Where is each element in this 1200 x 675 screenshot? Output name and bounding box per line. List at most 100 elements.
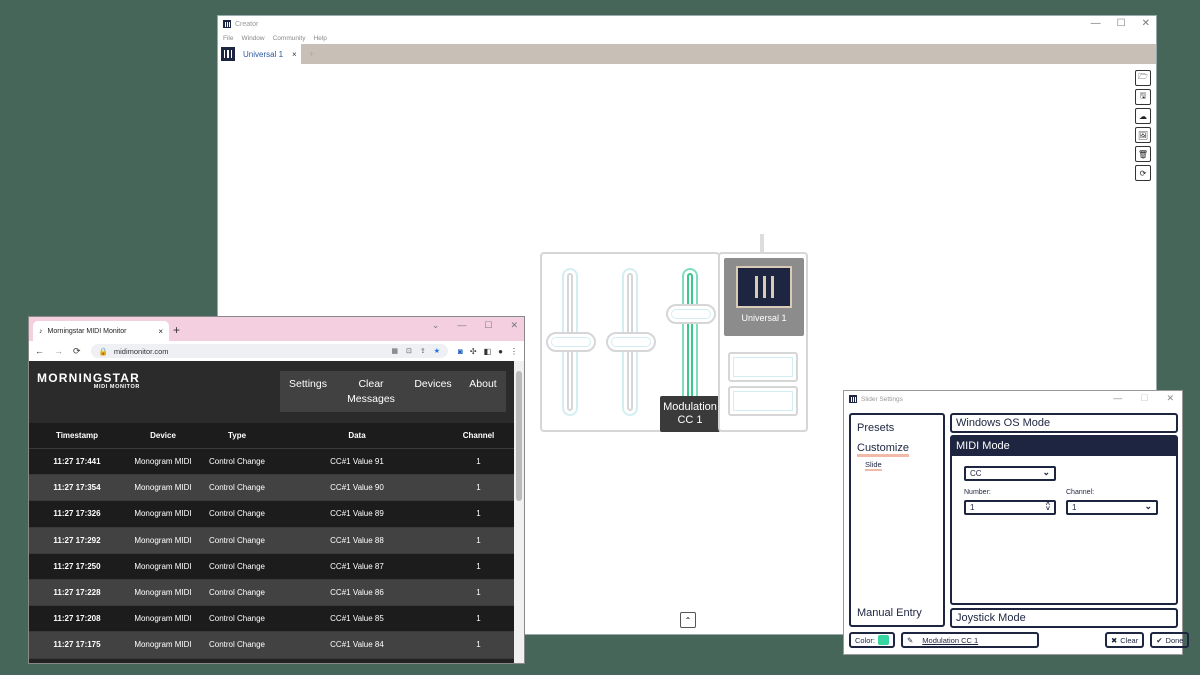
sidebar-item-slide[interactable]: Slide — [865, 460, 882, 471]
table-row: 11:27 17:354 Monogram MIDI Control Chang… — [29, 475, 516, 502]
nav-clear-messages[interactable]: Clear Messages — [347, 378, 395, 405]
slider-track-3[interactable] — [682, 268, 698, 416]
site-header: MORNINGSTAR MIDI MONITOR Settings Clear … — [29, 361, 516, 423]
menu-community[interactable]: Community — [272, 34, 306, 42]
cell-data: CC#1 Value 84 — [330, 640, 384, 650]
nav-about[interactable]: About — [469, 378, 497, 390]
table-header: Timestamp Device Type Data Channel — [29, 423, 516, 449]
cell-data: CC#1 Value 86 — [330, 588, 384, 598]
browser-maximize-button[interactable]: ☐ — [484, 320, 493, 330]
browser-tab-close-icon[interactable]: × — [158, 326, 163, 336]
maximize-button[interactable]: ☐ — [1116, 18, 1126, 29]
message-type-select[interactable]: CC ⌄ — [964, 466, 1056, 481]
color-button[interactable]: Color: — [849, 632, 895, 648]
cell-channel: 1 — [476, 509, 481, 519]
tab-search-chevron-icon[interactable]: ⌄ — [431, 320, 440, 330]
table-row: 11:27 17:326 Monogram MIDI Control Chang… — [29, 501, 516, 528]
install-icon[interactable]: ⊡ — [406, 348, 412, 355]
browser-close-button[interactable]: ✕ — [510, 320, 518, 330]
name-field[interactable]: ✎ Modulation CC 1 — [901, 632, 1039, 648]
tooltip-line-1: Modulation — [663, 401, 717, 413]
clear-button[interactable]: ✖ Clear — [1105, 632, 1145, 648]
extension-shield-icon[interactable]: ◙ — [458, 346, 463, 356]
collapse-chevron-icon[interactable]: ⌃ — [680, 612, 696, 628]
tab-close-icon[interactable]: × — [292, 49, 297, 59]
sidebar-icon[interactable]: ◧ — [483, 346, 492, 356]
open-folder-icon[interactable]: 🗁 — [1135, 70, 1151, 86]
forward-arrow-icon[interactable]: → — [54, 346, 63, 356]
slider-settings-window: Slider Settings — ☐ ✕ Presets Customize … — [843, 390, 1190, 655]
lock-icon: 🔒 — [98, 346, 108, 356]
browser-tabstrip: ♪ Morningstar MIDI Monitor × + ⌄ — ☐ ✕ — [29, 317, 524, 341]
site-logo[interactable]: MORNINGSTAR MIDI MONITOR — [37, 371, 140, 390]
channel-value: 1 — [1072, 503, 1077, 512]
cell-channel: 1 — [476, 561, 481, 571]
grid-icon[interactable]: ▦ — [391, 348, 399, 355]
sidebar-item-presets[interactable]: Presets — [857, 422, 895, 434]
brand-name: MORNINGSTAR — [37, 371, 140, 385]
message-type-value: CC — [970, 469, 982, 478]
nav-settings[interactable]: Settings — [289, 378, 327, 390]
url-text: midimonitor.com — [113, 346, 169, 356]
new-tab-button[interactable]: + — [173, 323, 181, 337]
reload-icon[interactable]: ⟳ — [73, 345, 81, 356]
windows-os-mode-panel[interactable]: Windows OS Mode — [950, 413, 1178, 433]
sidebar-item-manual-entry[interactable]: Manual Entry — [857, 607, 922, 619]
number-stepper[interactable]: 1 ˄˅ — [964, 500, 1056, 515]
extensions-area: ◙ ✣ ◧ ● ⋮ — [458, 347, 518, 356]
menu-help[interactable]: Help — [313, 34, 327, 42]
kebab-menu-icon[interactable]: ⋮ — [510, 346, 518, 356]
name-value: Modulation CC 1 — [922, 635, 979, 645]
chevron-down-icon: ⌄ — [1144, 501, 1152, 511]
browser-tab[interactable]: ♪ Morningstar MIDI Monitor × — [33, 321, 169, 341]
module-tile[interactable]: Universal 1 — [724, 258, 804, 336]
sidebar-item-customize[interactable]: Customize — [857, 442, 909, 457]
tab-bar: Universal 1 × + — [218, 44, 1156, 64]
stepper-arrows-icon[interactable]: ˄˅ — [1045, 501, 1050, 513]
share-icon[interactable]: ⇪ — [419, 348, 426, 355]
cell-type: Control Change — [208, 483, 266, 493]
trash-icon[interactable]: 🗑 — [1135, 146, 1151, 162]
minimize-button[interactable]: — — [1090, 18, 1101, 29]
cell-device: Monogram MIDI — [134, 614, 192, 624]
extensions-puzzle-icon[interactable]: ✣ — [469, 346, 477, 356]
check-icon: ✔ — [1156, 635, 1163, 645]
refresh-icon[interactable]: ⟳ — [1135, 165, 1151, 181]
module-button-2[interactable] — [728, 386, 798, 416]
page-scrollbar[interactable] — [514, 361, 524, 663]
browser-minimize-button[interactable]: — — [457, 320, 467, 330]
tab-universal-1[interactable]: Universal 1 × — [218, 44, 301, 64]
done-button[interactable]: ✔ Done — [1150, 632, 1190, 648]
cloud-upload-icon[interactable]: ☁ — [1135, 108, 1151, 124]
settings-close-button[interactable]: ✕ — [1166, 393, 1174, 403]
address-bar[interactable]: 🔒 midimonitor.com ▦ ⊡ ⇪ ★ — [90, 344, 449, 358]
module-button-1[interactable] — [728, 352, 798, 382]
cell-device: Monogram MIDI — [134, 588, 192, 598]
cell-device: Monogram MIDI — [134, 535, 192, 545]
cell-channel: 1 — [476, 483, 481, 493]
nav-devices[interactable]: Devices — [414, 378, 452, 390]
settings-maximize-button[interactable]: ☐ — [1140, 393, 1149, 403]
image-icon[interactable]: 🖼 — [1135, 127, 1151, 143]
slider-knob-3[interactable] — [666, 304, 716, 324]
joystick-mode-panel[interactable]: Joystick Mode — [950, 608, 1178, 628]
col-data: Data — [348, 431, 366, 440]
module-logo-icon — [736, 266, 792, 308]
channel-select[interactable]: 1 ⌄ — [1066, 500, 1158, 515]
slider-knob-1[interactable] — [546, 332, 596, 352]
add-tab-button[interactable]: + — [308, 49, 314, 59]
midi-mode-header[interactable]: MIDI Mode — [952, 437, 1176, 456]
settings-minimize-button[interactable]: — — [1113, 393, 1123, 403]
cell-channel: 1 — [476, 640, 481, 650]
window-controls: — ☐ ✕ — [1091, 18, 1150, 29]
profile-avatar[interactable]: ● — [498, 346, 503, 356]
scrollbar-thumb[interactable] — [516, 371, 522, 501]
close-button[interactable]: ✕ — [1141, 18, 1150, 29]
menu-file[interactable]: File — [223, 34, 234, 42]
back-arrow-icon[interactable]: ← — [35, 346, 44, 356]
save-icon[interactable]: 🖫 — [1135, 89, 1151, 105]
slider-knob-2[interactable] — [606, 332, 656, 352]
cell-device: Monogram MIDI — [134, 640, 192, 650]
bookmark-star-icon[interactable]: ★ — [433, 348, 441, 355]
menu-window[interactable]: Window — [241, 34, 265, 42]
